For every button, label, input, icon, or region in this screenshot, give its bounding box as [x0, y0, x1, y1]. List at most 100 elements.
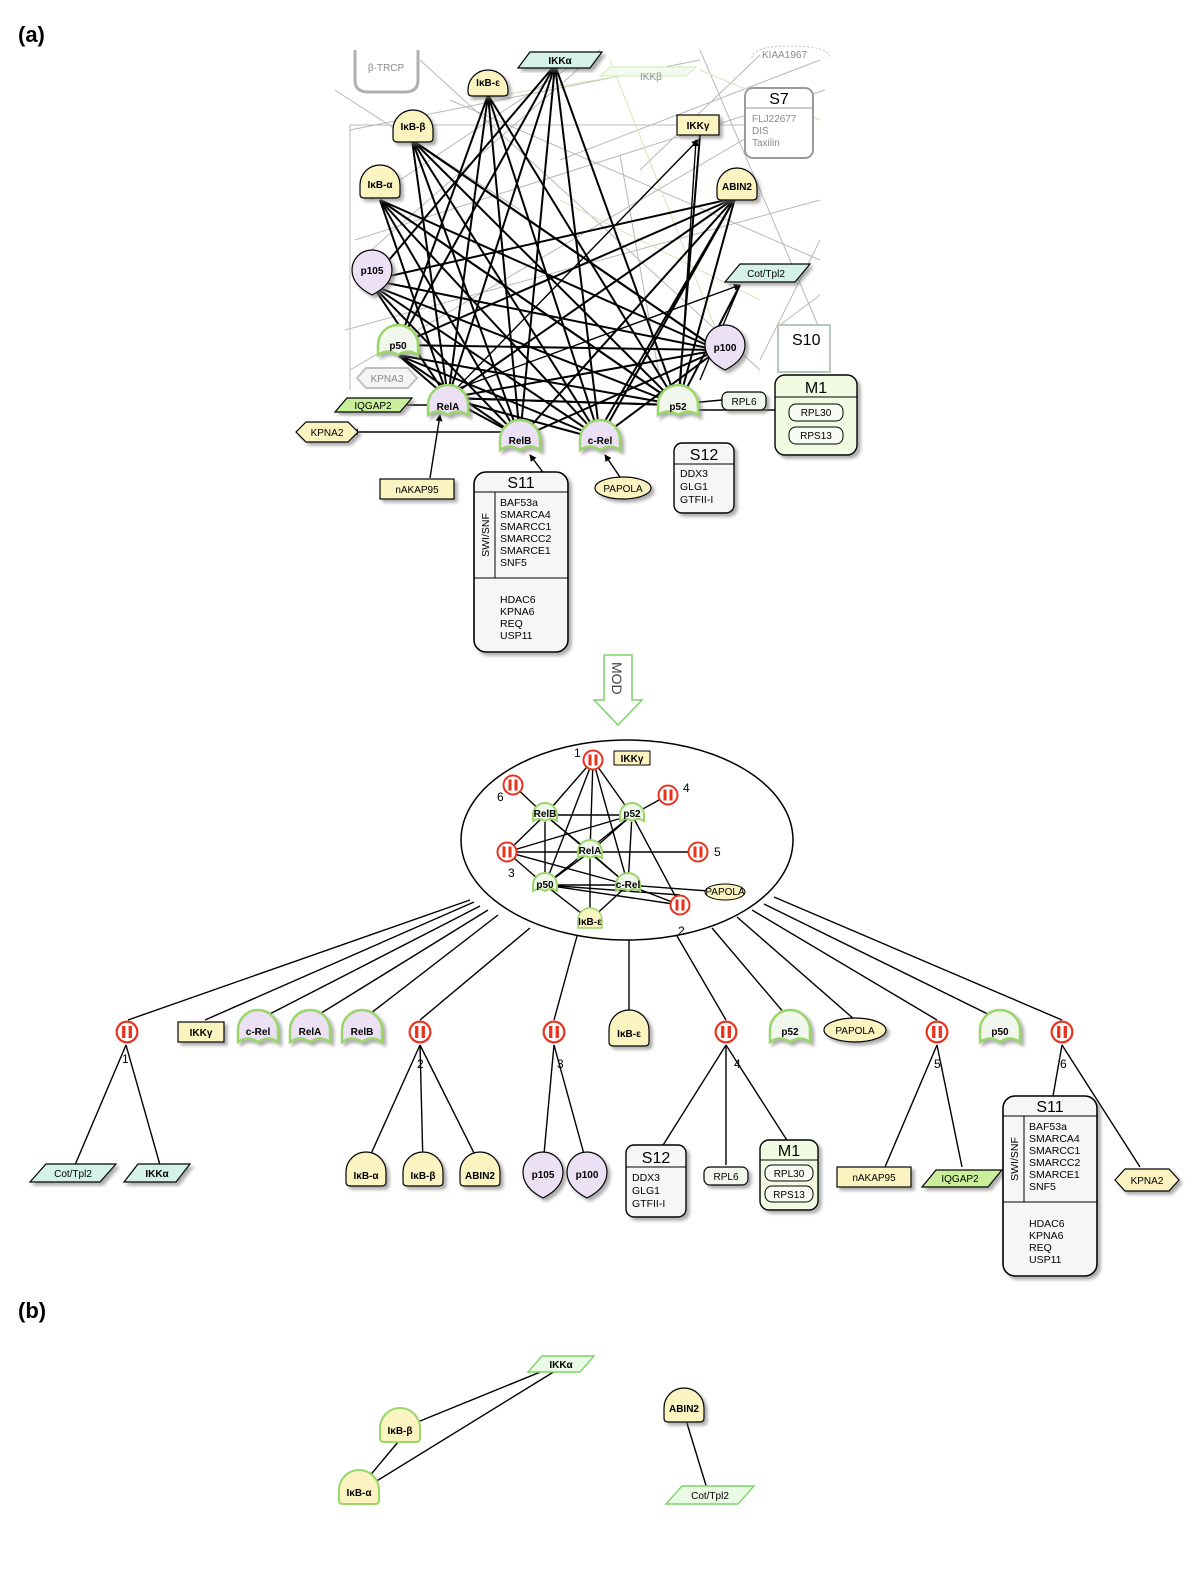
- s11-top-rest-1: KPNA6: [500, 606, 535, 618]
- leaf-ikba-label: IκB-α: [353, 1171, 379, 1182]
- tree-p52-node: [768, 1008, 812, 1045]
- tree-crel-node: [236, 1008, 280, 1045]
- leaf-p105-node: [522, 1151, 564, 1199]
- kpna2-node: [295, 421, 359, 443]
- leaf-abin2-label: ABIN2: [465, 1171, 495, 1182]
- tree-module-num-5: 5: [934, 1057, 941, 1071]
- b-ikbb-node: [379, 1407, 421, 1443]
- tree-module-num-6: 6: [1060, 1057, 1067, 1071]
- rela-node: [426, 383, 470, 418]
- tree-ikbe-node: [608, 1009, 650, 1047]
- s7-item-1: DIS: [752, 126, 769, 137]
- kpna3-node: [355, 367, 419, 389]
- mod-arrow: MOD: [592, 654, 644, 727]
- ikkb-label: IKKβ: [640, 72, 662, 83]
- leaf-nakap95-node: [836, 1166, 912, 1188]
- tree-module-icon-2: [408, 1020, 432, 1044]
- iqgap2-label: IQGAP2: [354, 401, 392, 412]
- m1-bottom-title: M1: [778, 1143, 800, 1160]
- middle-cluster: 1 6 4 3 5 2 IKKγ RelB p52 RelA p50 c-Rel…: [460, 739, 794, 941]
- module-icon-4: [657, 784, 679, 806]
- faint-nodes: β-TRCP IKKβ KIAA1967 KPNA3 S10: [353, 45, 831, 389]
- b-ikba-label: IκB-α: [346, 1488, 372, 1499]
- s12-bottom-item-1: GLG1: [632, 1185, 660, 1197]
- mid-p50-label: p50: [536, 880, 554, 891]
- s11-bottom-swi-1: SMARCA4: [1029, 1133, 1080, 1145]
- s11-top-swi-4: SMARCE1: [500, 545, 551, 557]
- b-cot-label: Cot/Tpl2: [691, 1491, 729, 1502]
- kpna3-label: KPNA3: [371, 374, 404, 385]
- module-num-5: 5: [714, 845, 721, 859]
- mid-ikkg-node: [613, 750, 651, 766]
- s11-bottom-swi-3: SMARCC2: [1029, 1157, 1081, 1169]
- mid-ikbe-label: IκB-ε: [578, 917, 602, 928]
- rela-label: RelA: [437, 402, 460, 413]
- module-num-3: 3: [508, 866, 515, 880]
- strong-edges: [371, 64, 741, 441]
- ikka-label: IKKα: [548, 56, 572, 67]
- leaf-cot-node: [28, 1163, 118, 1183]
- ikbe-node: [467, 69, 509, 97]
- ikka-node: [516, 51, 604, 69]
- panel-b-network: IKKα IκB-β IκB-α ABIN2 Cot/Tpl2: [338, 1355, 756, 1505]
- ikkg-node: [676, 114, 720, 136]
- leaf-ikka-label: IKKα: [145, 1169, 169, 1180]
- tree-rela-node: [288, 1008, 332, 1045]
- leaf-ikka-node: [122, 1163, 192, 1183]
- relb-label: RelB: [509, 436, 532, 447]
- m1-top-item-0: RPL30: [801, 408, 832, 419]
- s7-box: S7 FLJ22677 DIS Taxilin: [744, 87, 814, 159]
- s11-top-title: S11: [507, 475, 534, 492]
- leaf-ikba-node: [345, 1151, 387, 1187]
- leaf-kpna2-label: KPNA2: [1131, 1176, 1164, 1187]
- s7-title: S7: [769, 91, 789, 108]
- rpl6-label: RPL6: [731, 397, 756, 408]
- btrcp-label: β-TRCP: [368, 63, 405, 74]
- tree-module-num-4: 4: [734, 1057, 741, 1071]
- leaf-p100-label: p100: [576, 1170, 599, 1181]
- s12-bottom-title: S12: [642, 1150, 671, 1167]
- mid-crel-label: c-Rel: [616, 880, 641, 891]
- b-abin2-node: [663, 1387, 705, 1423]
- mid-rela-node: [577, 839, 603, 860]
- s11-bottom-swi-5: SNF5: [1029, 1181, 1056, 1193]
- mid-ikbe-node: [577, 907, 603, 929]
- s11-top-swi-5: SNF5: [500, 557, 527, 569]
- b-ikka-label: IKKα: [549, 1360, 573, 1371]
- s11-bottom-swi-0: BAF53a: [1029, 1121, 1067, 1133]
- mid-papola-label: PAPOLA: [705, 887, 745, 898]
- mid-relb-node: [532, 802, 558, 823]
- s12-top-item-0: DDX3: [680, 468, 708, 480]
- p105-node: [351, 249, 393, 296]
- b-ikbb-label: IκB-β: [387, 1426, 412, 1437]
- module-icon-3: [496, 841, 518, 863]
- leaf-rpl6-node: [703, 1166, 749, 1186]
- panel-label-a: (a): [18, 22, 45, 47]
- m1-top-title: M1: [805, 380, 827, 397]
- kpna2-label: KPNA2: [311, 428, 344, 439]
- cot-node: [723, 263, 812, 283]
- s12-bottom-item-0: DDX3: [632, 1172, 660, 1184]
- ikkg-label: IKKγ: [687, 121, 710, 132]
- leaf-iqgap2-node: [920, 1169, 1004, 1188]
- s11-box-bottom: S11 SWI/SNF BAF53a SMARCA4 SMARCC1 SMARC…: [1002, 1095, 1098, 1277]
- tree-edges: [74, 896, 1141, 1168]
- tree-module-num-1: 1: [122, 1052, 129, 1066]
- module-icon-2: [669, 894, 691, 916]
- leaf-p100-node: [566, 1151, 608, 1199]
- iqgap2-node: [333, 397, 414, 413]
- tree-module-icon-1: [115, 1020, 139, 1044]
- s10-title: S10: [792, 332, 821, 349]
- p105-label: p105: [361, 266, 384, 277]
- s12-top-item-2: GTFII-I: [680, 494, 713, 506]
- panel-label-b: (b): [18, 1298, 46, 1323]
- p52-node: [656, 383, 700, 418]
- b-ikba-node: [338, 1469, 380, 1505]
- b-ikka-node: [526, 1355, 596, 1373]
- mid-papola-node: [704, 883, 746, 901]
- s7-item-0: FLJ22677: [752, 114, 797, 125]
- s11-bottom-side: SWI/SNF: [1009, 1137, 1021, 1181]
- s11-bottom-rest-3: USP11: [1029, 1254, 1062, 1266]
- leaf-p105-label: p105: [532, 1170, 555, 1181]
- tree-p50-node: [978, 1008, 1022, 1045]
